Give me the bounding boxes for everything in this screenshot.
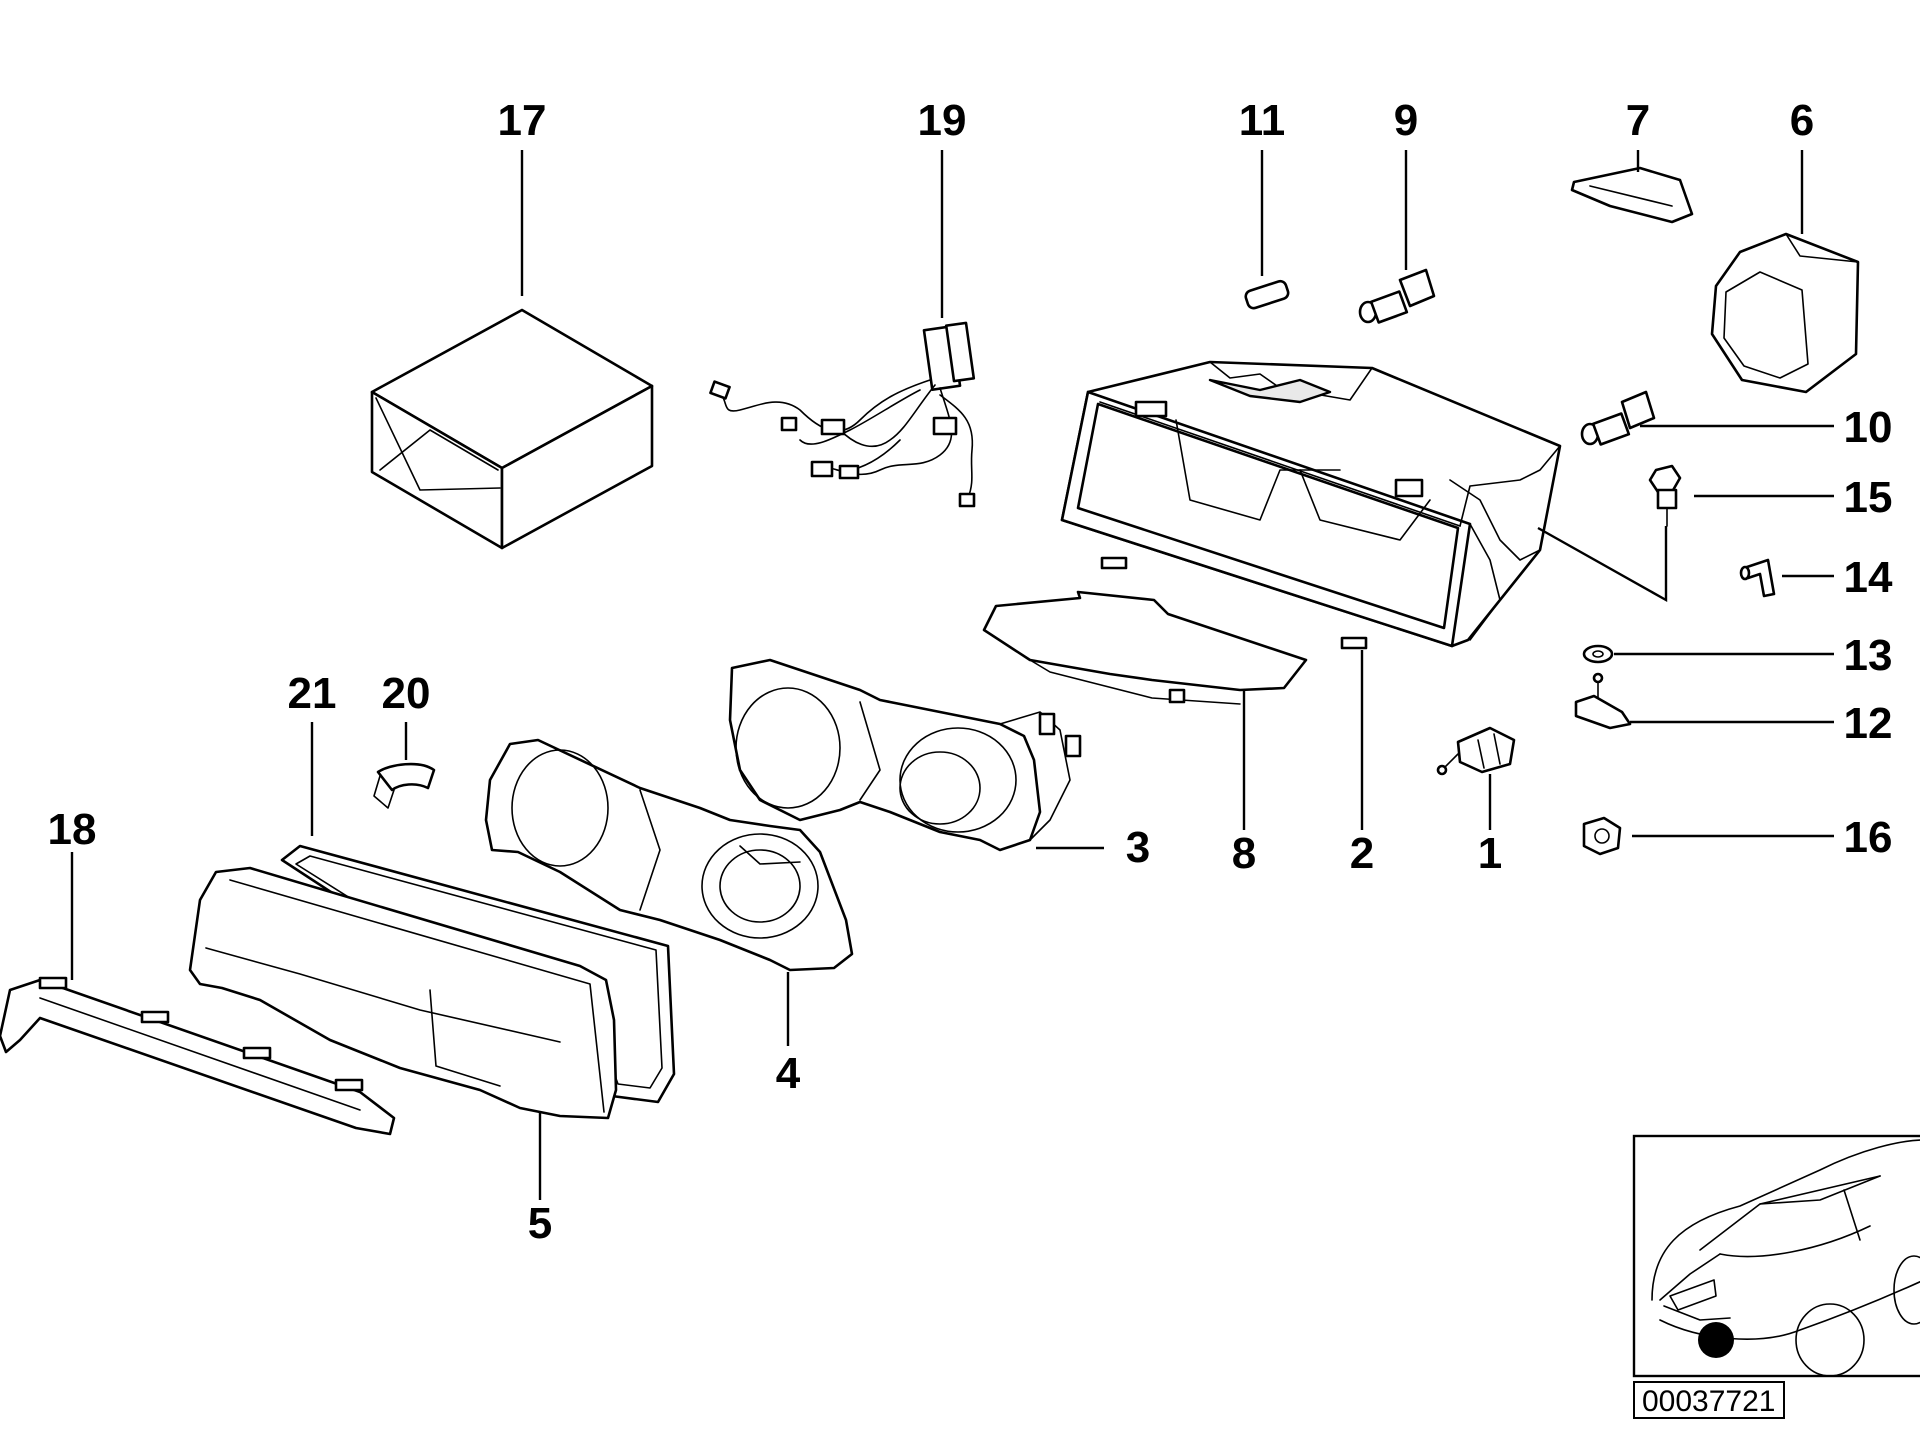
car-outline — [1651, 1139, 1920, 1377]
part-19-wiring-harness[interactable] — [709, 321, 976, 508]
callout-7[interactable]: 7 — [1626, 96, 1650, 145]
part-8-cover-plate[interactable] — [982, 590, 1308, 705]
callout-1[interactable]: 1 — [1478, 829, 1502, 878]
locator-dot — [1698, 1322, 1734, 1358]
callout-19[interactable]: 19 — [918, 96, 967, 145]
diagram-number-box: 00037721 — [1633, 1381, 1785, 1419]
callout-5[interactable]: 5 — [528, 1199, 552, 1248]
callout-18[interactable]: 18 — [48, 805, 97, 854]
part-16-hex-nut[interactable] — [1582, 816, 1622, 856]
part-13-washer[interactable] — [1582, 644, 1614, 664]
part-2-headlight-housing[interactable] — [1060, 360, 1562, 650]
callout-2[interactable]: 2 — [1350, 829, 1374, 878]
callout-13[interactable]: 13 — [1844, 631, 1893, 680]
part-20-clip[interactable] — [373, 762, 436, 809]
callout-12[interactable]: 12 — [1844, 699, 1893, 748]
callout-21[interactable]: 21 — [288, 669, 337, 718]
callout-17[interactable]: 17 — [498, 96, 547, 145]
callout-3[interactable]: 3 — [1126, 823, 1150, 872]
part-6-ballast-housing[interactable] — [1710, 232, 1860, 394]
part-15-adjuster-screw[interactable] — [1648, 464, 1682, 527]
part-12-clip-nut[interactable] — [1574, 672, 1632, 730]
part-9-bulb[interactable] — [1358, 268, 1436, 324]
vehicle-locator-inset — [1632, 1134, 1920, 1378]
callout-6[interactable]: 6 — [1790, 96, 1814, 145]
part-10-bulb[interactable] — [1580, 390, 1656, 446]
part-7-cap[interactable] — [1570, 166, 1694, 224]
callout-4[interactable]: 4 — [776, 1049, 801, 1098]
callout-14[interactable]: 14 — [1844, 553, 1893, 602]
leader-15b — [1537, 526, 1668, 603]
diagram-number: 00037721 — [1642, 1385, 1775, 1418]
part-14-elbow-fitting[interactable] — [1739, 558, 1776, 598]
inset-frame — [1632, 1134, 1920, 1378]
callout-15[interactable]: 15 — [1844, 473, 1893, 522]
callout-8[interactable]: 8 — [1232, 829, 1256, 878]
part-11-small-bulb[interactable] — [1244, 279, 1290, 310]
part-18-trim-strip[interactable] — [0, 976, 396, 1136]
part-1-adjusting-element[interactable] — [1436, 726, 1516, 776]
callout-10[interactable]: 10 — [1844, 403, 1893, 452]
part-5-lens-cover[interactable] — [188, 866, 618, 1120]
callout-20[interactable]: 20 — [382, 669, 431, 718]
callout-9[interactable]: 9 — [1394, 96, 1418, 145]
callout-16[interactable]: 16 — [1844, 813, 1893, 862]
part-3-reflector[interactable] — [728, 658, 1082, 852]
part-4-bezel[interactable] — [484, 738, 854, 972]
callout-11[interactable]: 11 — [1239, 96, 1286, 145]
part-17-box[interactable] — [370, 308, 654, 550]
